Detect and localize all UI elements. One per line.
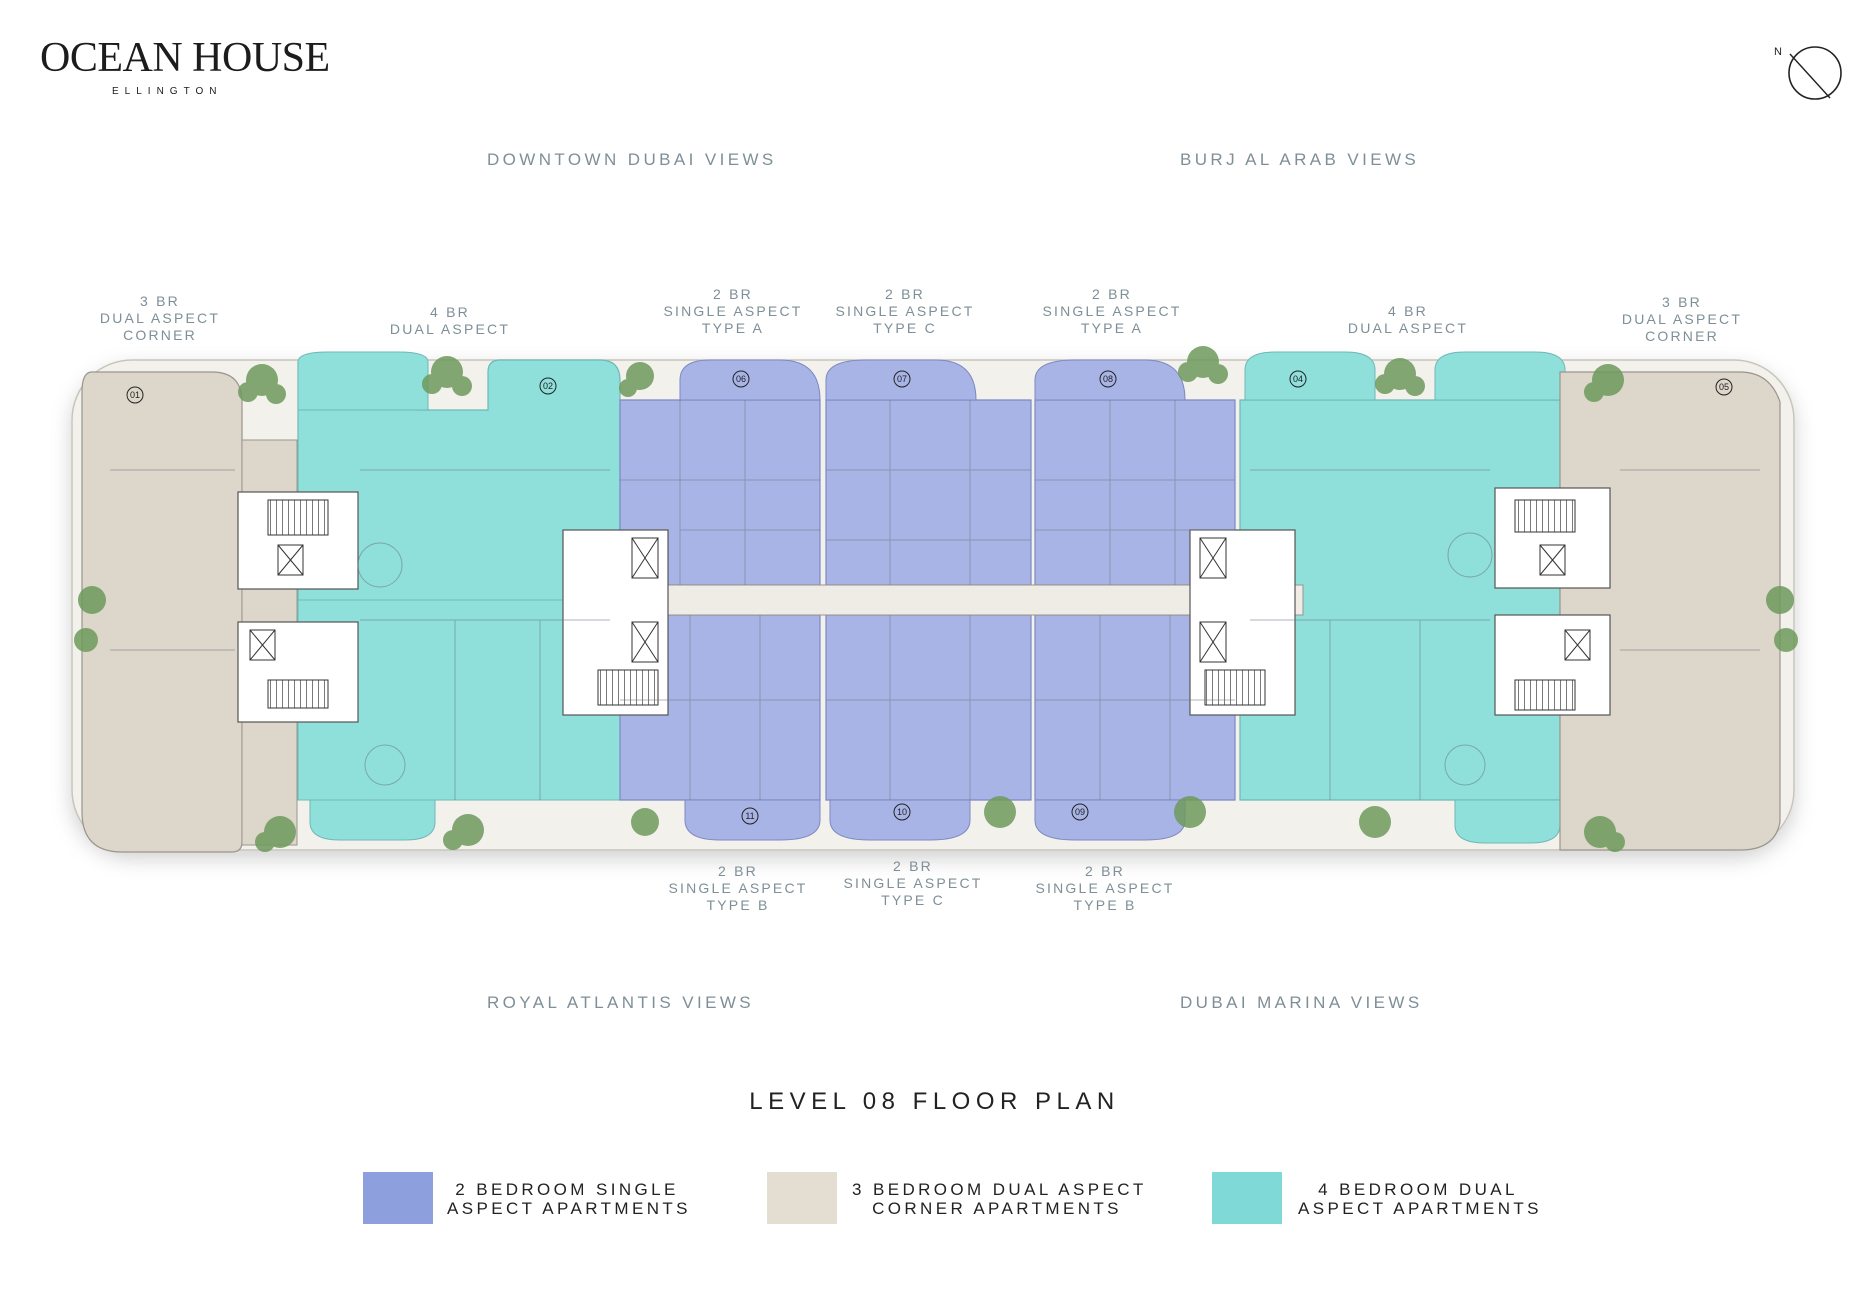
brand-subtitle: ELLINGTON: [112, 86, 223, 97]
legend-swatch-2br: [363, 1172, 433, 1224]
lift-centre-right-1: [1199, 537, 1227, 579]
unit-marker-08: 08: [1099, 370, 1117, 388]
unit-07-bay: [825, 359, 977, 401]
unit-marker-01: 01: [126, 386, 144, 404]
unit-marker-06: 06: [732, 370, 750, 388]
unit-markers: 01 02 06 07 08 04 05 11 10 09: [126, 370, 1733, 825]
unit-08-bay: [1034, 359, 1186, 401]
legend-swatch-3br: [767, 1172, 837, 1224]
unit-number-10: 10: [897, 807, 907, 817]
lift-centre-right-2: [1199, 621, 1227, 663]
unit-number-08: 08: [1103, 374, 1113, 384]
legend-swatch-4br: [1212, 1172, 1282, 1224]
unit-number-04: 04: [1293, 374, 1303, 384]
unit-number-06: 06: [736, 374, 746, 384]
interior-walls: [110, 400, 1760, 800]
unit-marker-05: 05: [1715, 378, 1733, 396]
unit-number-05: 05: [1719, 382, 1729, 392]
unit-number-07: 07: [897, 374, 907, 384]
unit-marker-02: 02: [539, 377, 557, 395]
stair-right-top: [1514, 499, 1576, 533]
view-label-burj-al-arab: BURJ AL ARAB VIEWS: [1180, 150, 1420, 169]
stair-centre-left: [597, 669, 659, 706]
unit-marker-11: 11: [741, 807, 759, 825]
brand-logo: OCEAN HOUSE: [40, 35, 330, 81]
unit-07: [825, 399, 1032, 586]
stair-left-top: [267, 499, 329, 536]
north-label: N: [1774, 46, 1782, 58]
unit-number-02: 02: [543, 381, 553, 391]
unit-01: [81, 371, 243, 853]
unit-04-bay-left: [1244, 351, 1376, 401]
planting: [74, 346, 1798, 852]
unit-06-bay: [679, 359, 821, 401]
unit-05: [1559, 371, 1781, 851]
unit-02-bay-top-left: [297, 351, 429, 411]
unit-11-bay: [684, 799, 821, 841]
lift-left-1: [277, 544, 304, 576]
unit-10: [825, 614, 1032, 801]
view-label-dubai-marina: DUBAI MARINA VIEWS: [1180, 993, 1423, 1012]
unit-02-bay-bottom: [309, 791, 436, 841]
lift-centre-left-1: [631, 537, 659, 579]
unit-09-bay: [1034, 799, 1186, 841]
stair-left-bottom: [267, 679, 329, 709]
unit-marker-07: 07: [893, 370, 911, 388]
view-label-royal-atlantis: ROYAL ATLANTIS VIEWS: [487, 993, 755, 1012]
unit-marker-09: 09: [1071, 803, 1089, 821]
view-label-downtown: DOWNTOWN DUBAI VIEWS: [487, 150, 777, 169]
lift-right-1: [1539, 544, 1566, 576]
lift-right-2: [1564, 629, 1591, 661]
stair-right-bottom: [1514, 679, 1576, 711]
unit-04-bay-right: [1434, 351, 1566, 401]
unit-marker-10: 10: [893, 803, 911, 821]
north-arrow-icon: N: [1774, 46, 1842, 100]
unit-number-11: 11: [745, 811, 754, 821]
unit-04-bay-bottom: [1454, 799, 1561, 844]
unit-marker-04: 04: [1289, 370, 1307, 388]
stair-centre-right: [1204, 669, 1266, 706]
lift-left-2: [249, 629, 276, 661]
floor-plan-title: LEVEL 08 FLOOR PLAN: [749, 1088, 1120, 1115]
unit-number-01: 01: [130, 390, 140, 400]
unit-number-09: 09: [1075, 807, 1085, 817]
lift-centre-left-2: [631, 621, 659, 663]
